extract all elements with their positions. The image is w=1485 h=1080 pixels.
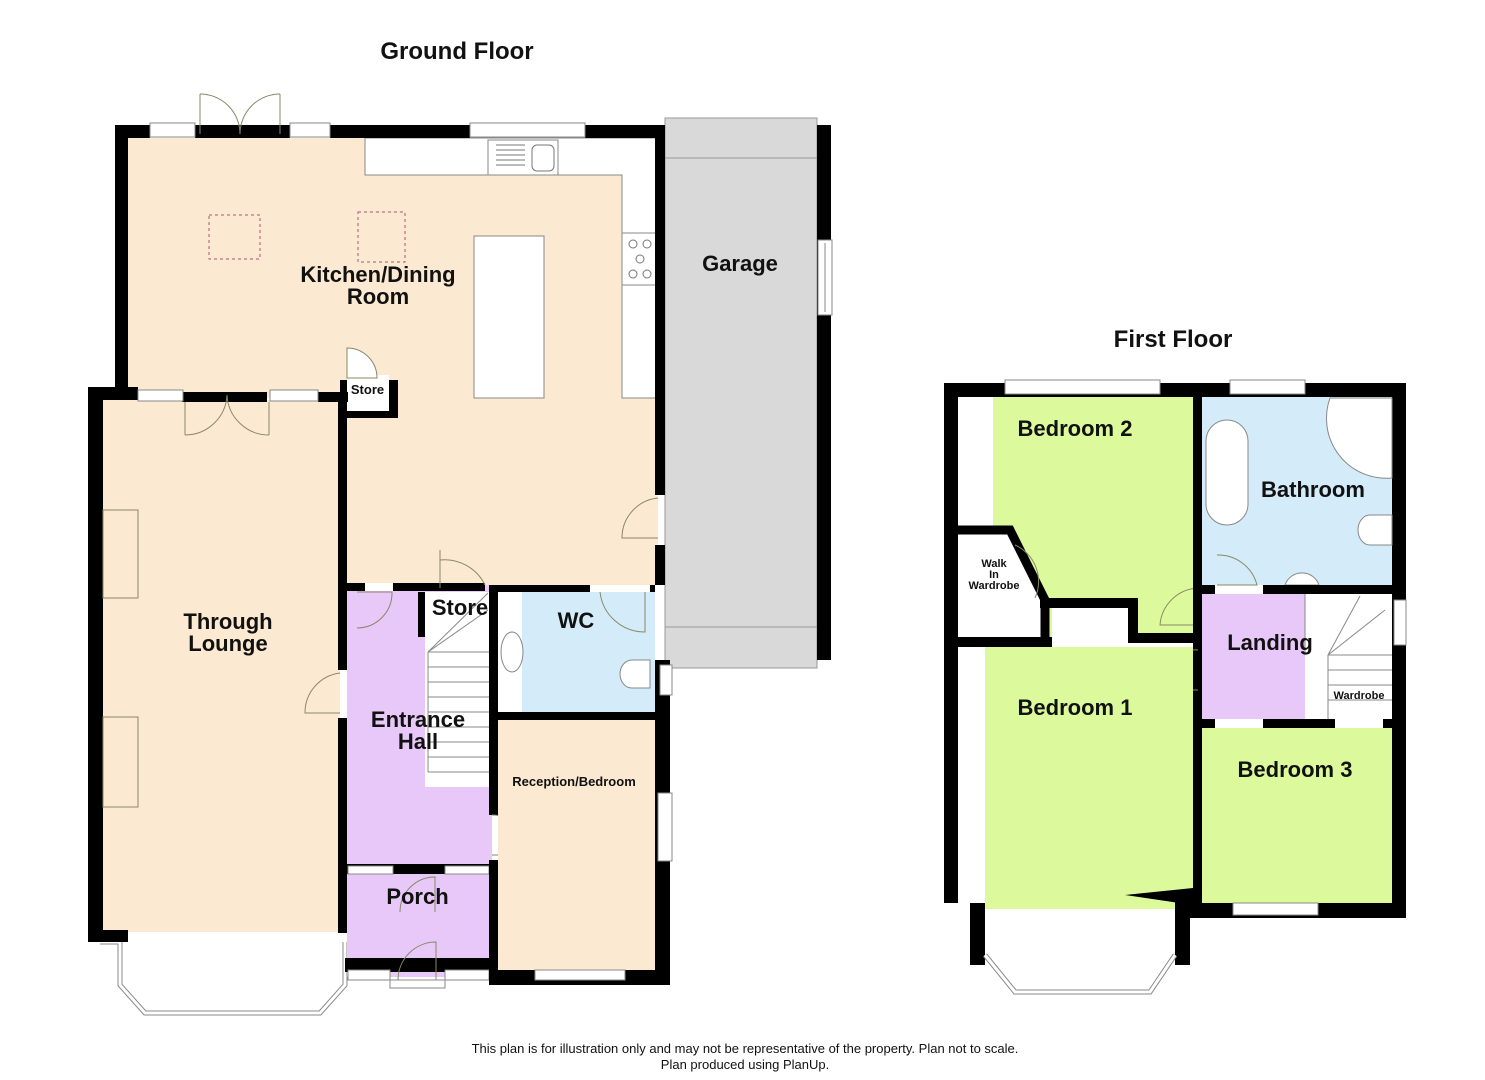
room-label-bedroom2: Bedroom 2 bbox=[1017, 416, 1133, 441]
first-floor-plan bbox=[944, 379, 1407, 995]
kitchen-area bbox=[128, 138, 658, 398]
room-label-kitchen: Kitchen/Dining Room bbox=[300, 262, 456, 309]
room-label-entrance-hall: Entrance Hall bbox=[370, 707, 466, 754]
disclaimer-line-2: Plan produced using PlanUp. bbox=[660, 1057, 830, 1072]
room-label-garage: Garage bbox=[702, 251, 778, 276]
room-label-store-kitchen: Store bbox=[350, 382, 385, 397]
room-label-bedroom3: Bedroom 3 bbox=[1237, 757, 1353, 782]
bedroom3-area bbox=[1202, 728, 1392, 903]
room-label-bedroom1: Bedroom 1 bbox=[1017, 695, 1133, 720]
room-label-porch: Porch bbox=[386, 884, 449, 909]
disclaimer-line-1: This plan is for illustration only and m… bbox=[471, 1041, 1019, 1056]
room-label-wardrobe: Wardrobe bbox=[1333, 690, 1385, 702]
through-lounge-area bbox=[100, 400, 340, 932]
disclaimer-footer: This plan is for illustration only and m… bbox=[380, 1041, 1110, 1073]
garage-area bbox=[664, 117, 818, 669]
bedroom1-area bbox=[985, 647, 1193, 909]
room-label-landing: Landing bbox=[1227, 630, 1313, 655]
landing-area bbox=[1202, 594, 1322, 719]
room-label-through-lounge: Through Lounge bbox=[183, 609, 273, 656]
wc-area bbox=[498, 592, 655, 712]
room-label-wc: WC bbox=[557, 608, 595, 633]
room-label-bathroom: Bathroom bbox=[1261, 477, 1365, 502]
reception-bedroom-area bbox=[498, 720, 655, 972]
ground-floor-plan bbox=[88, 93, 833, 1016]
room-label-reception-bedroom: Reception/Bedroom bbox=[512, 774, 636, 789]
first-floor-title: First Floor bbox=[1113, 326, 1233, 353]
room-label-store-hall: Store bbox=[431, 595, 489, 620]
ground-floor-title: Ground Floor bbox=[380, 38, 534, 65]
room-label-walk-in-wardrobe: Walk In Wardrobe bbox=[968, 558, 1020, 592]
